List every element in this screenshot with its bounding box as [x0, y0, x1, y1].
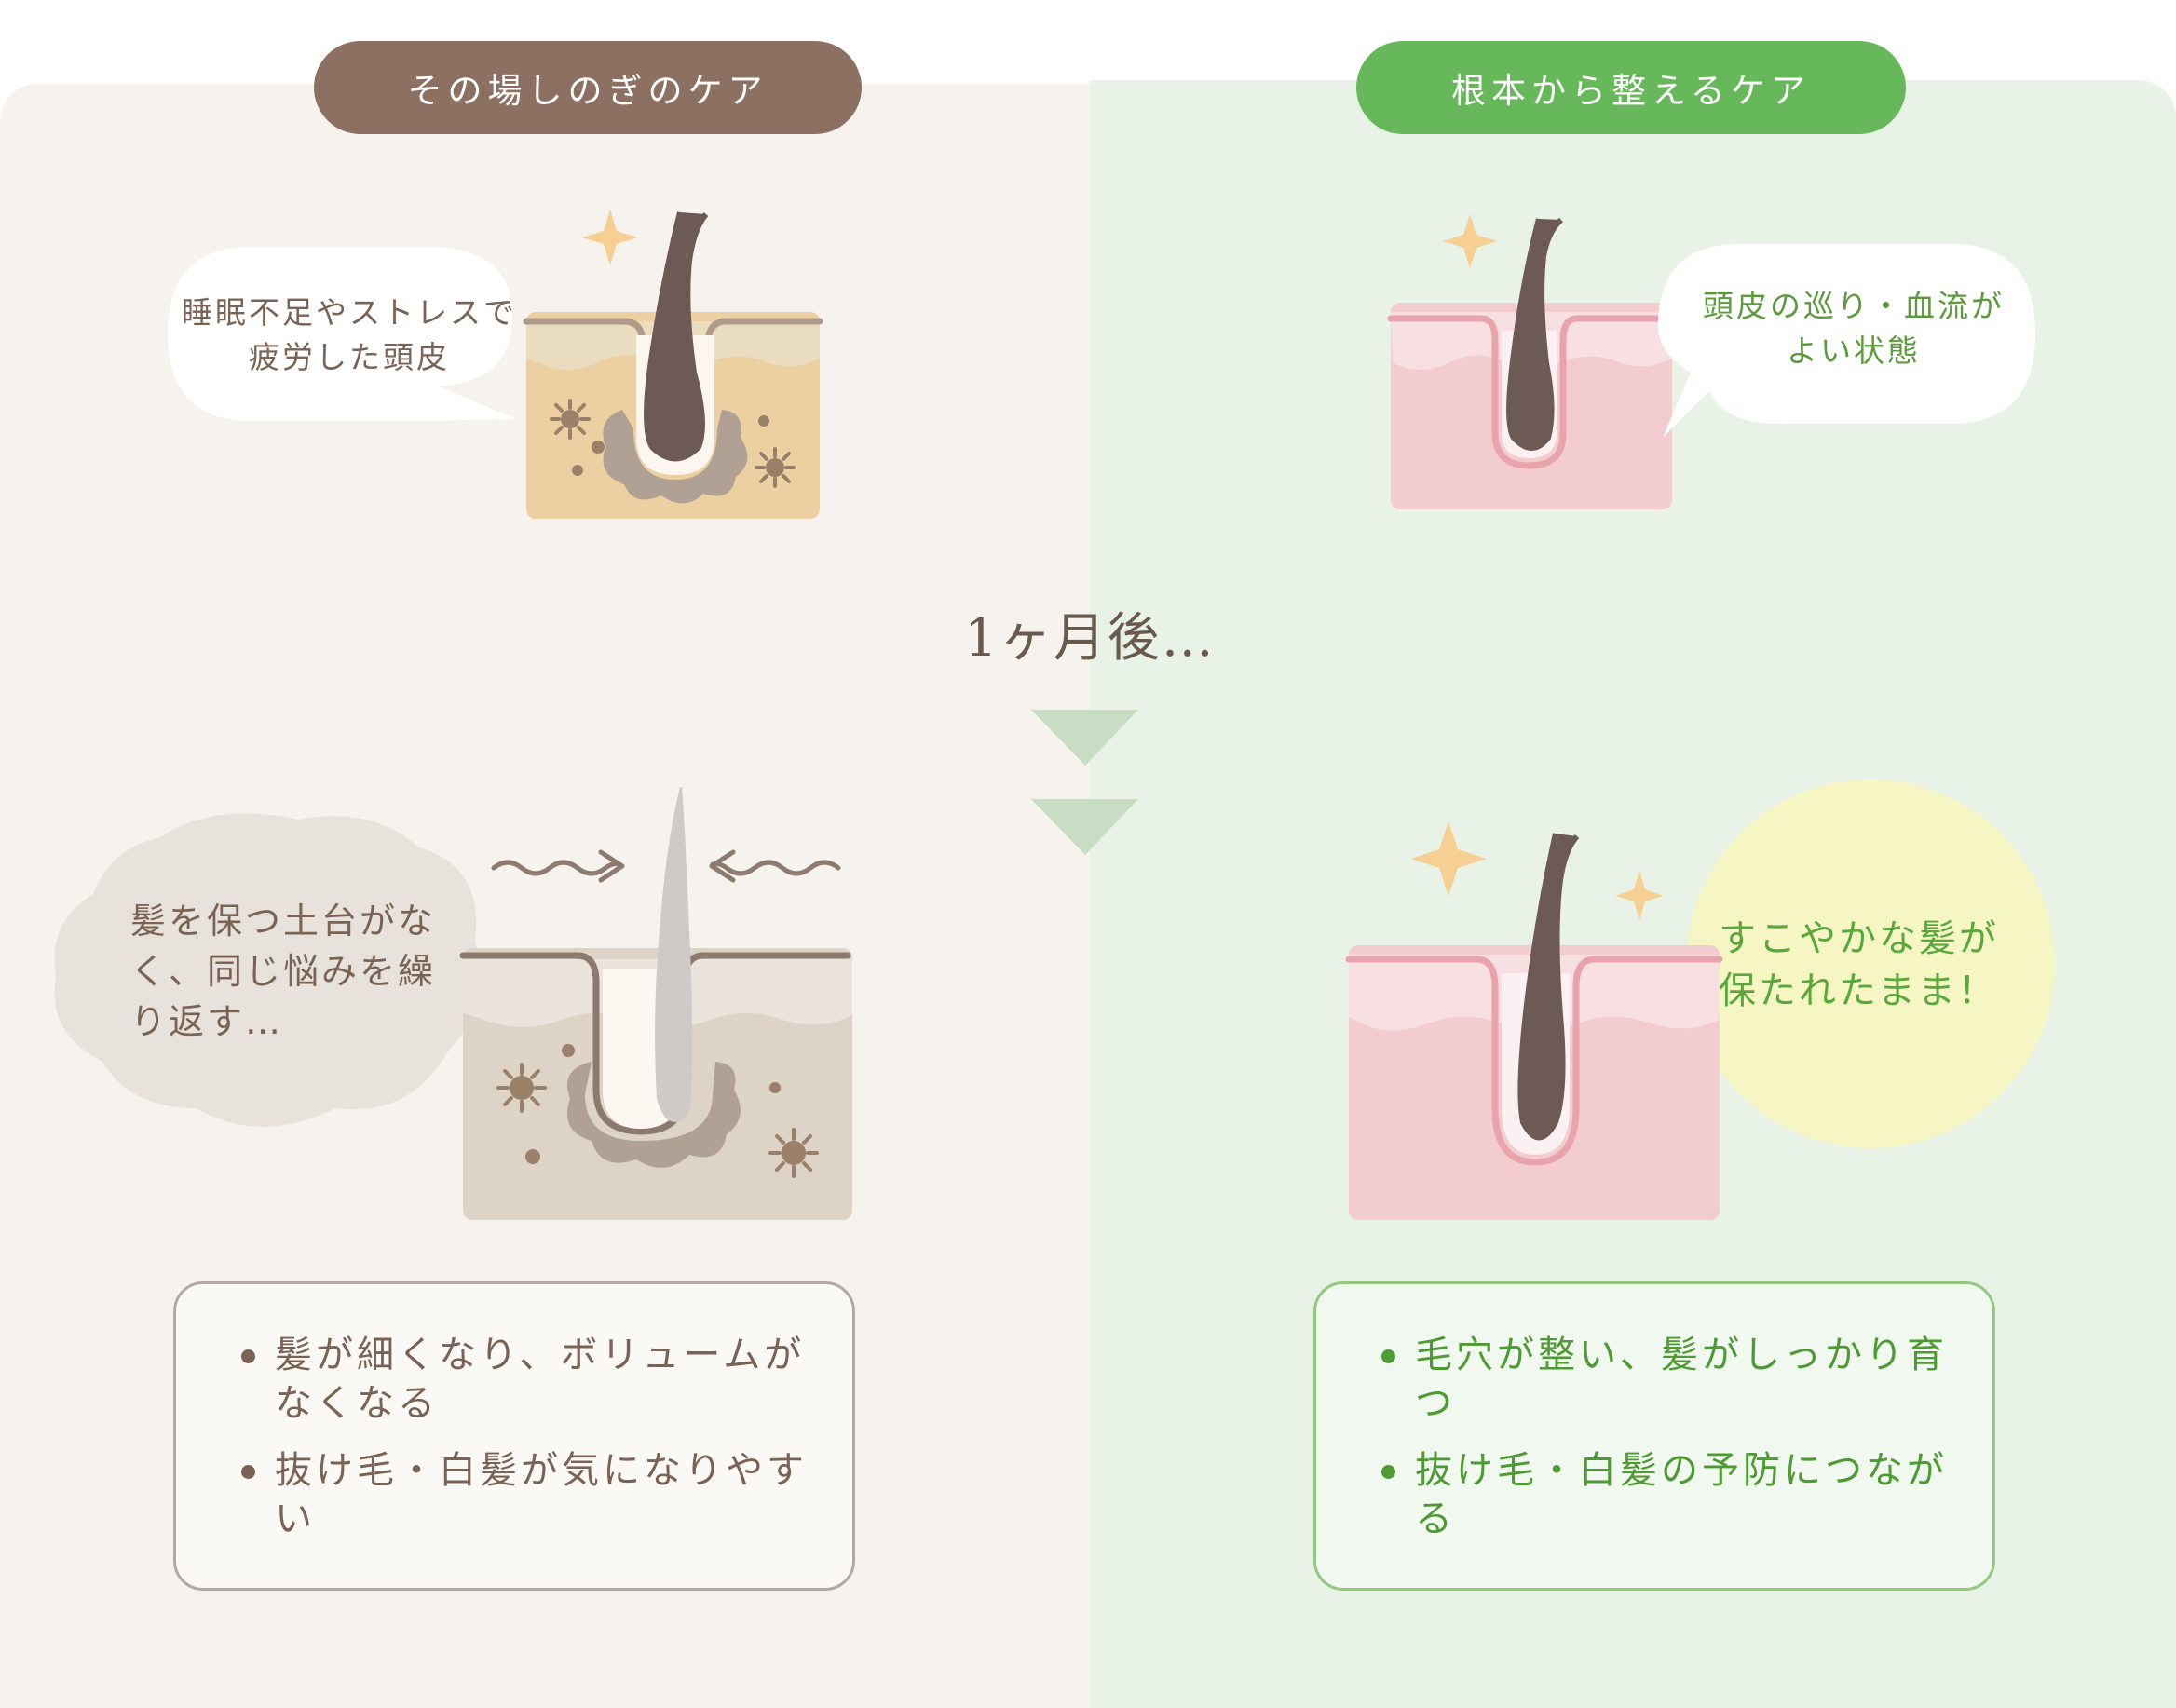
weakened-scalp-text: 髪を保つ土台がなく、同じ悩みを繰り返す…: [130, 901, 437, 1042]
healthy-scalp-text: 頭皮の巡り・血流がよい状態: [1703, 288, 2005, 369]
right-header-label: 根本から整えるケア: [1451, 71, 1811, 111]
bullet-icon: [1381, 1465, 1395, 1479]
highlight-circle: [1686, 779, 2055, 1148]
tired-scalp-bubble: [168, 247, 517, 421]
tired-scalp-illustration: [168, 210, 823, 519]
left-header-pill: その場しのぎのケア: [314, 41, 862, 134]
bacteria-icon: [496, 1063, 547, 1113]
list-item: 抜け毛・白髪が気になりやすい: [241, 1446, 815, 1543]
bacteria-icon: [755, 447, 796, 488]
left-header-label: その場しのぎのケア: [407, 71, 768, 111]
thought-cloud: [54, 813, 481, 1127]
sparkle-icon: [1615, 871, 1664, 920]
weakened-scalp-illustration: [54, 787, 852, 1220]
bullet-icon: [1381, 1349, 1395, 1363]
bacteria-icon: [768, 1128, 819, 1178]
healthy-scalp-bubble: [1658, 244, 2035, 438]
bullet-icon: [241, 1465, 255, 1479]
list-item: 毛穴が整い、髪がしっかり育つ: [1381, 1331, 1955, 1428]
healthy-scalp-illustration: [1387, 214, 2035, 509]
down-arrows-icon: [1031, 710, 1138, 855]
healthy-hair-illustration: [1345, 779, 2055, 1220]
right-result-card: 毛穴が整い、髪がしっかり育つ 抜け毛・白髪の予防につながる: [1313, 1281, 1995, 1591]
list-item: 抜け毛・白髪の予防につながる: [1381, 1446, 1955, 1543]
healthy-hair-text: すこやかな髪が保たれたまま！: [1719, 917, 1999, 1012]
squeeze-arrows-icon: [491, 849, 841, 883]
right-header-pill: 根本から整えるケア: [1356, 41, 1906, 134]
tired-scalp-text: 睡眠不足やストレスで疲労した頭皮: [182, 294, 517, 375]
left-result-card: 髪が細くなり、ボリュームがなくなる 抜け毛・白髪が気になりやすい: [173, 1281, 855, 1591]
sparkle-icon: [1411, 821, 1486, 896]
bacteria-icon: [550, 399, 591, 440]
list-item: 髪が細くなり、ボリュームがなくなる: [241, 1331, 815, 1428]
time-label: 1ヶ月後…: [964, 608, 1216, 669]
bullet-icon: [241, 1349, 255, 1363]
